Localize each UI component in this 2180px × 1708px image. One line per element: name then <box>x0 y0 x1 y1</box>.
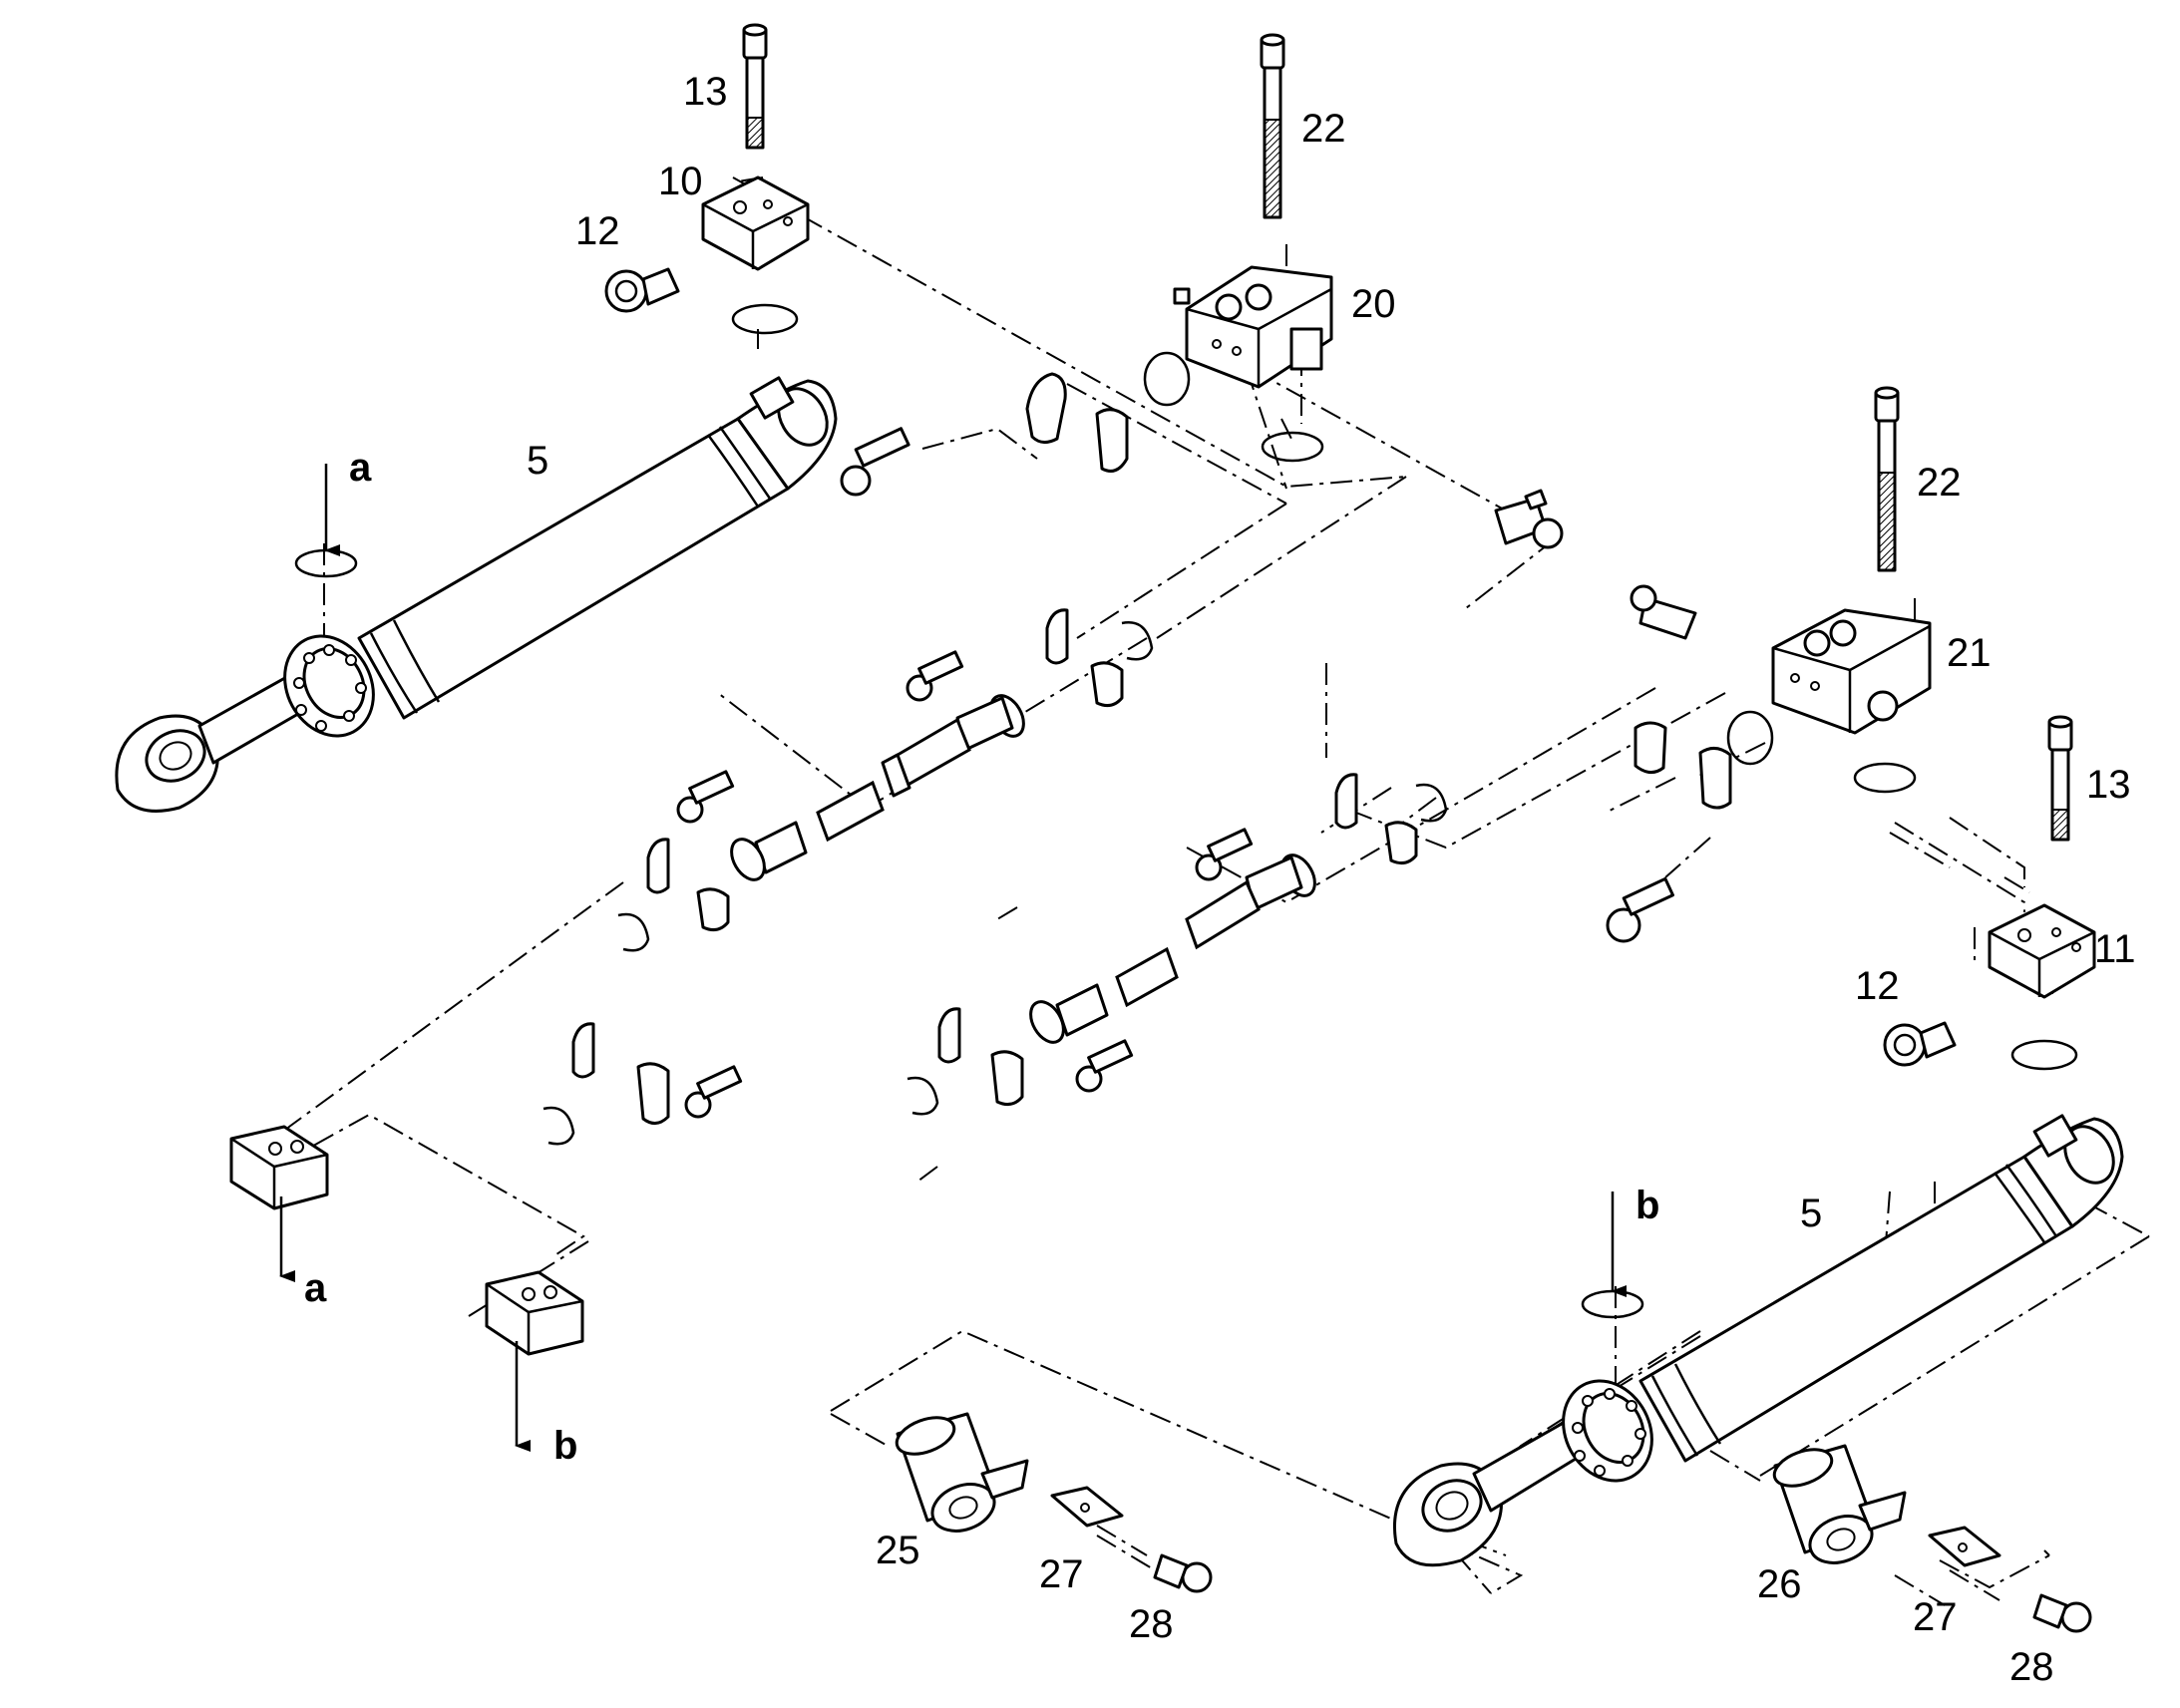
pipe-clamp-icon <box>571 372 1732 1125</box>
label-13-top: 13 <box>683 70 728 114</box>
test-fitting-top <box>1494 489 1564 549</box>
plug-12-top <box>604 267 680 313</box>
label-13-right: 13 <box>2086 763 2131 807</box>
label-20: 20 <box>1351 282 1396 326</box>
bolt-icon <box>2047 715 2073 842</box>
bolt-13-top <box>742 23 768 150</box>
label-b-bottom: b <box>553 1424 577 1468</box>
o-ring-icon <box>543 1106 575 1146</box>
pin-icon <box>1772 1444 1907 1564</box>
o-ring-valve-20-side <box>1143 351 1191 407</box>
o-ring-icon <box>1726 710 1774 766</box>
connector-block-icon <box>485 1270 584 1356</box>
o-ring-icon <box>617 912 650 952</box>
screw-icon <box>1883 1021 1957 1067</box>
hydraulic-cylinder-right <box>1393 1114 2124 1567</box>
label-28-left: 28 <box>1129 1602 1174 1646</box>
pin-icon <box>895 1412 1029 1533</box>
o-ring-icon <box>1581 1289 1644 1319</box>
bolt-22-top <box>1260 33 1285 219</box>
valve-block-21 <box>1771 608 1932 735</box>
bolt-13-right <box>2047 715 2073 842</box>
valve-block-icon <box>701 175 810 271</box>
o-ring-icon <box>2010 1039 2078 1071</box>
connector-block-icon <box>229 1125 329 1210</box>
connector-block-a <box>229 1125 329 1210</box>
o-ring-icon <box>294 548 358 578</box>
label-21: 21 <box>1947 631 1992 675</box>
pin-25 <box>895 1412 1029 1533</box>
bolt-icon <box>1874 386 1900 572</box>
test-fitting-right <box>1630 584 1697 640</box>
o-ring-right-11 <box>2010 1039 2078 1071</box>
screw-icon <box>676 427 1674 1119</box>
dashed-assembly-lines <box>258 176 2150 1606</box>
o-ring-icon <box>731 303 799 335</box>
o-ring-icon <box>1261 431 1324 463</box>
plug-12-right <box>1883 1021 1957 1067</box>
valve-block-icon <box>1771 608 1932 735</box>
pin-26 <box>1772 1444 1907 1564</box>
label-11: 11 <box>2094 927 2136 971</box>
hydraulic-cylinder-icon <box>1393 1114 2124 1567</box>
label-5-right: 5 <box>1800 1192 1822 1235</box>
ring-clips <box>543 621 1448 1146</box>
screw-icon <box>2032 1593 2092 1633</box>
label-25: 25 <box>876 1529 920 1572</box>
part-labels: 13 10 12 22 20 5 a 22 21 13 11 12 a b 5 … <box>304 70 2136 1689</box>
lock-plate-icon <box>1928 1526 2001 1567</box>
label-5-left: 5 <box>527 439 548 483</box>
screw-icon <box>604 267 680 313</box>
o-ring-valve-20-bottom <box>1261 431 1324 463</box>
screw-28-left <box>1153 1553 1213 1593</box>
label-10: 10 <box>658 160 703 203</box>
valve-block-icon <box>1173 265 1333 389</box>
valve-block-icon <box>1988 903 2096 999</box>
arrows <box>279 464 1627 1452</box>
pipe-clamps <box>571 372 1732 1125</box>
hose-icon <box>730 694 1316 1044</box>
connector-block-b <box>485 1270 584 1356</box>
label-22-top: 22 <box>1301 107 1346 151</box>
lock-plate-27-left <box>1050 1486 1124 1528</box>
o-ring-icon <box>1143 351 1191 407</box>
label-a-top: a <box>349 446 372 490</box>
hydraulic-cylinder-icon <box>115 376 838 813</box>
connector-block-11 <box>1988 903 2096 999</box>
o-ring-icon <box>1415 783 1448 823</box>
o-ring-a <box>294 548 358 578</box>
label-b-top: b <box>1635 1184 1659 1227</box>
o-ring-icon <box>907 1076 939 1116</box>
o-ring-valve-21-side <box>1726 710 1774 766</box>
screw-28-right <box>2032 1593 2092 1633</box>
screw-icon <box>1153 1553 1213 1593</box>
valve-block-20 <box>1173 265 1333 389</box>
screw-icon <box>1630 584 1697 640</box>
o-ring-b <box>1581 1289 1644 1319</box>
hoses <box>730 694 1316 1044</box>
hydraulic-cylinder-left <box>115 376 838 813</box>
label-22-right: 22 <box>1917 461 1962 505</box>
o-ring-icon <box>1853 762 1917 794</box>
bolt-icon <box>1260 33 1285 219</box>
lock-plate-icon <box>1050 1486 1124 1528</box>
label-27-right: 27 <box>1913 1595 1958 1639</box>
o-ring-valve-21-bottom <box>1853 762 1917 794</box>
bolt-icon <box>742 23 768 150</box>
lock-plate-27-right <box>1928 1526 2001 1567</box>
clamp-screws <box>676 427 1674 1119</box>
o-ring-icon <box>1121 621 1154 661</box>
bolt-22-right <box>1874 386 1900 572</box>
connector-block-10 <box>701 175 810 271</box>
label-28-right: 28 <box>2009 1645 2054 1689</box>
label-27-left: 27 <box>1039 1552 1084 1596</box>
label-a-bottom: a <box>304 1266 327 1310</box>
o-ring-top-10 <box>731 303 799 335</box>
screw-icon <box>1494 489 1564 549</box>
label-12-right: 12 <box>1855 964 1900 1008</box>
label-12-top: 12 <box>575 209 620 253</box>
label-26: 26 <box>1757 1562 1802 1606</box>
